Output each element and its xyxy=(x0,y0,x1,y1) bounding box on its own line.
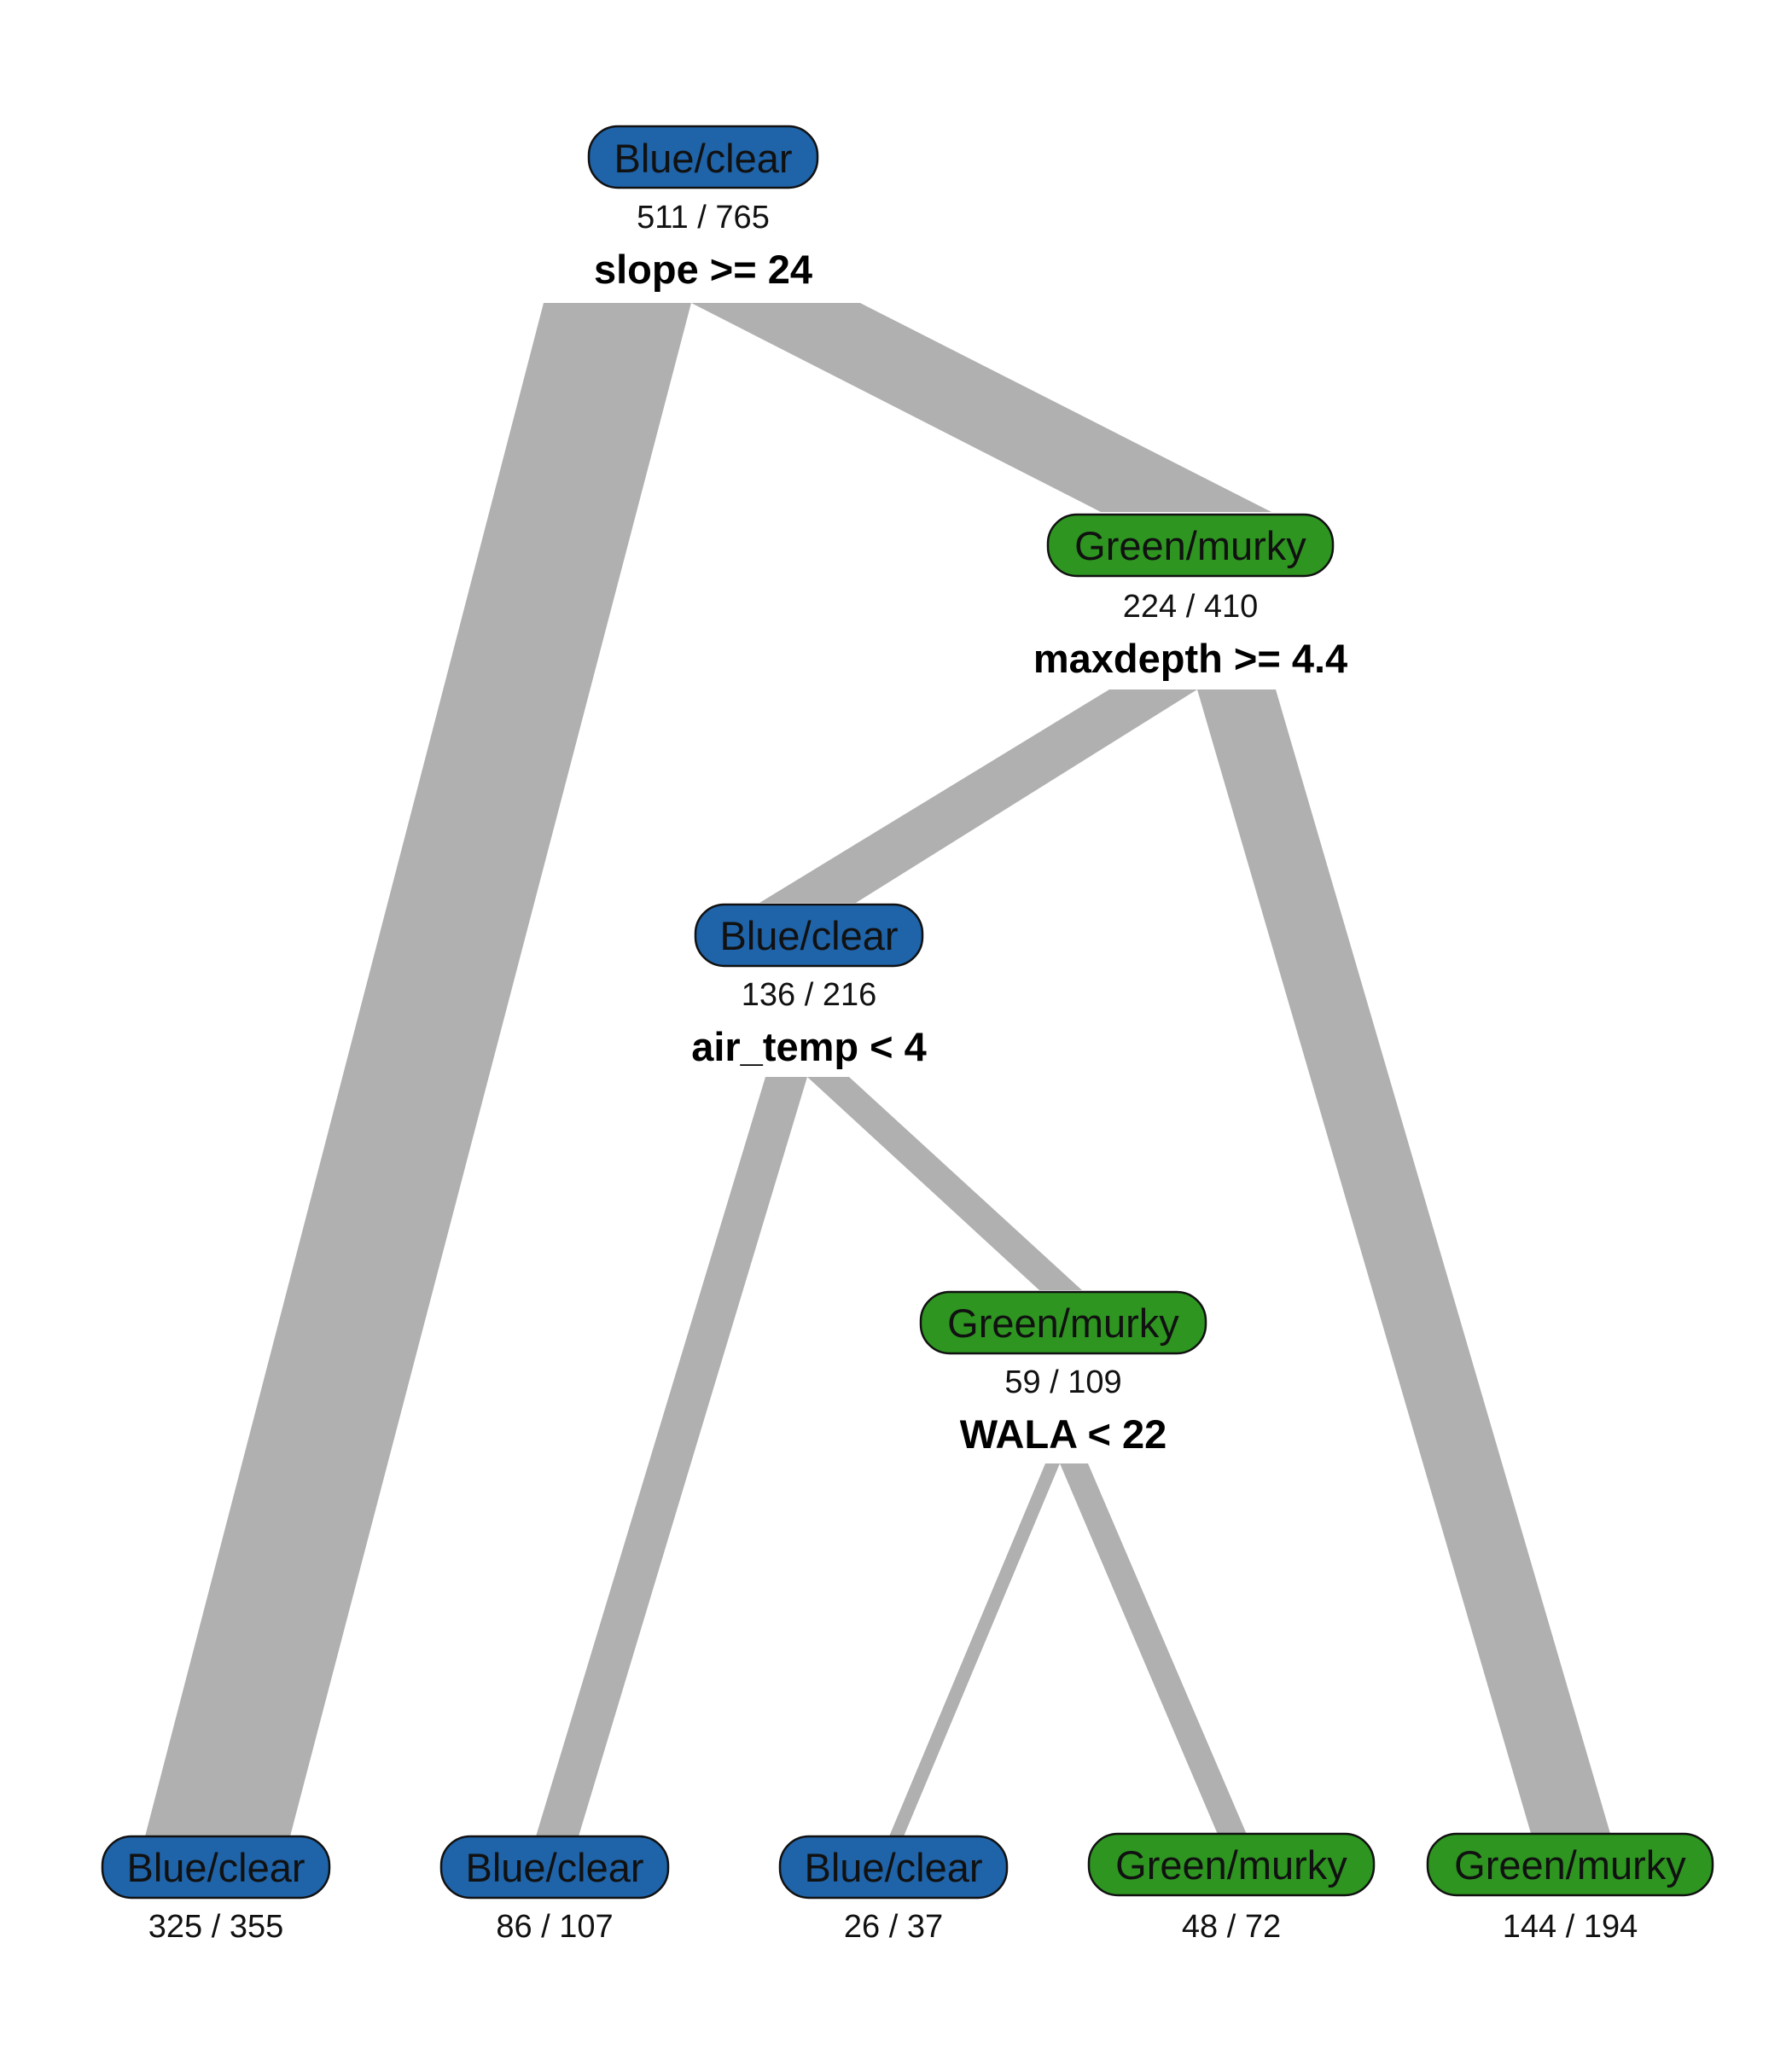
leaf-5: Green/murky 144 / 194 xyxy=(1426,1832,1714,1945)
node-2-label: Green/murky xyxy=(1074,523,1306,568)
node-4-box xyxy=(919,1290,1207,1355)
leaf-5-label: Green/murky xyxy=(1454,1842,1686,1888)
leaf-4: Green/murky 48 / 72 xyxy=(1087,1832,1376,1945)
leaf-1-label: Blue/clear xyxy=(127,1845,305,1890)
leaf-4-count: 48 / 72 xyxy=(1182,1909,1281,1945)
branch-n2-leaf5 xyxy=(1197,689,1611,1836)
node-3-split: air_temp < 4 xyxy=(691,1024,927,1069)
leaf-1: Blue/clear 325 / 355 xyxy=(101,1835,331,1945)
node-4: Green/murky 59 / 109 WALA < 22 xyxy=(919,1290,1207,1457)
node-root: Blue/clear 511 / 765 slope >= 24 xyxy=(587,125,819,292)
node-4-label: Green/murky xyxy=(947,1300,1179,1346)
branch-n3-leaf2 xyxy=(536,1077,807,1836)
node-3: Blue/clear 136 / 216 air_temp < 4 xyxy=(691,903,927,1069)
leaf-5-box xyxy=(1426,1832,1714,1897)
node-2: Green/murky 224 / 410 maxdepth >= 4.4 xyxy=(1033,513,1347,681)
branch-n3-n4 xyxy=(807,1077,1082,1290)
node-root-label: Blue/clear xyxy=(614,136,793,181)
leaf-3: Blue/clear 26 / 37 xyxy=(778,1835,1009,1945)
node-4-split: WALA < 22 xyxy=(960,1411,1167,1457)
branches xyxy=(145,303,1611,1836)
node-2-box xyxy=(1046,513,1335,578)
node-3-box xyxy=(694,903,924,968)
node-4-count: 59 / 109 xyxy=(1004,1364,1121,1400)
branch-n2-n3 xyxy=(759,689,1197,903)
node-root-box xyxy=(587,125,819,189)
branch-root-leaf1 xyxy=(145,303,691,1836)
node-3-label: Blue/clear xyxy=(720,913,899,958)
leaf-3-box xyxy=(778,1835,1009,1900)
node-2-split: maxdepth >= 4.4 xyxy=(1033,636,1347,681)
leaf-4-label: Green/murky xyxy=(1115,1842,1347,1888)
branch-n4-leaf3 xyxy=(889,1463,1060,1836)
leaf-5-count: 144 / 194 xyxy=(1503,1909,1638,1945)
leaf-2: Blue/clear 86 / 107 xyxy=(439,1835,670,1945)
branch-root-n2 xyxy=(691,303,1271,512)
leaf-3-count: 26 / 37 xyxy=(844,1909,943,1945)
leaf-2-box xyxy=(439,1835,670,1900)
leaf-3-label: Blue/clear xyxy=(805,1845,983,1890)
node-root-count: 511 / 765 xyxy=(637,200,770,236)
leaf-2-count: 86 / 107 xyxy=(496,1909,613,1945)
node-root-split: slope >= 24 xyxy=(594,247,812,292)
leaf-1-count: 325 / 355 xyxy=(148,1909,283,1945)
leaf-2-label: Blue/clear xyxy=(466,1845,644,1890)
leaf-1-box xyxy=(101,1835,331,1900)
branch-n4-leaf4 xyxy=(1060,1463,1248,1836)
leaf-4-box xyxy=(1087,1832,1376,1897)
node-3-count: 136 / 216 xyxy=(742,977,876,1013)
node-2-count: 224 / 410 xyxy=(1123,589,1258,625)
